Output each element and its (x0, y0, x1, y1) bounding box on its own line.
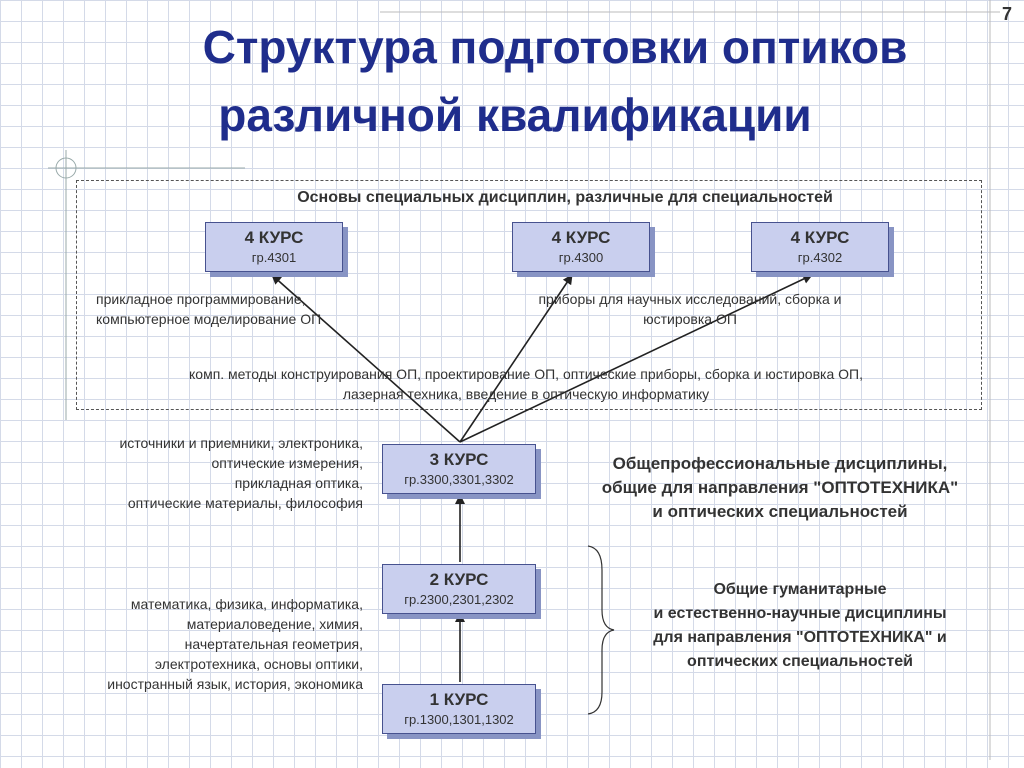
subject-line: математика, физика, информатика, (130, 596, 363, 612)
label-line: Общие гуманитарные (713, 581, 887, 598)
text-line: юстировка ОП (643, 311, 737, 327)
label-line: и оптических специальностей (652, 502, 908, 521)
subject-line: источники и приемники, электроника, (119, 435, 363, 451)
subject-line: электротехника, основы оптики, (154, 656, 363, 672)
label-line: Общепрофессиональные дисциплины, (612, 454, 948, 473)
course-title: 2 КУРС (429, 570, 489, 589)
subject-line: оптические материалы, философия (127, 495, 363, 511)
course-1-box: 1 КУРС гр.1300,1301,1302 (382, 684, 536, 734)
label-line: оптических специальностей (687, 653, 913, 670)
text-line: прикладное программирование, (96, 291, 306, 307)
page-number: 7 (1001, 4, 1012, 24)
special-left-text: прикладное программирование, компьютерно… (96, 289, 396, 329)
course-4-box-4301: 4 КУРС гр.4301 (205, 222, 343, 272)
course-group: гр.4301 (251, 250, 297, 265)
course-group: гр.1300,1301,1302 (404, 712, 514, 727)
course-4-box-4300: 4 КУРС гр.4300 (512, 222, 650, 272)
label-line: для направления "ОПТОТЕХНИКА" и (653, 629, 947, 646)
label-line: и естественно-научные дисциплины (653, 605, 947, 622)
course-group: гр.3300,3301,3302 (404, 472, 514, 487)
course-group: гр.2300,2301,2302 (404, 592, 514, 607)
subject-line: оптические измерения, (211, 455, 363, 471)
course-title: 4 КУРС (244, 228, 304, 247)
special-section-heading: Основы специальных дисциплин, различные … (297, 189, 833, 206)
text-line: компьютерное моделирование ОП (96, 311, 322, 327)
course-4-box-4302: 4 КУРС гр.4302 (751, 222, 889, 272)
special-right-text: приборы для научных исследований, сборка… (490, 289, 890, 329)
subject-line: прикладная оптика, (234, 475, 363, 491)
subject-line: материаловедение, химия, (186, 616, 363, 632)
special-common-text: комп. методы конструирования ОП, проекти… (96, 364, 956, 404)
course-title: 3 КУРС (429, 450, 489, 469)
page-title-line-1: Структура подготовки оптиков (202, 21, 908, 73)
course-group: гр.4300 (558, 250, 604, 265)
text-line: комп. методы конструирования ОП, проекти… (189, 366, 863, 382)
label-line: общие для направления "ОПТОТЕХНИКА" (601, 478, 959, 497)
subject-line: иностранный язык, история, экономика (107, 676, 363, 692)
professional-disciplines-label: Общепрофессиональные дисциплины, общие д… (560, 452, 1000, 524)
course-3-box: 3 КУРС гр.3300,3301,3302 (382, 444, 536, 494)
text-line: лазерная техника, введение в оптическую … (342, 386, 710, 402)
course-3-subjects: источники и приемники, электроника, опти… (40, 433, 363, 513)
course-2-box: 2 КУРС гр.2300,2301,2302 (382, 564, 536, 614)
text-line: приборы для научных исследований, сборка… (538, 291, 842, 307)
page-title-line-2: различной квалификации (218, 89, 812, 141)
humanitarian-disciplines-label: Общие гуманитарные и естественно-научные… (600, 578, 1000, 674)
course-title: 1 КУРС (429, 690, 489, 709)
course-title: 4 КУРС (790, 228, 850, 247)
subject-line: начертательная геометрия, (184, 636, 363, 652)
course-1-2-subjects: математика, физика, информатика, материа… (20, 594, 363, 694)
course-group: гр.4302 (797, 250, 843, 265)
course-title: 4 КУРС (551, 228, 611, 247)
